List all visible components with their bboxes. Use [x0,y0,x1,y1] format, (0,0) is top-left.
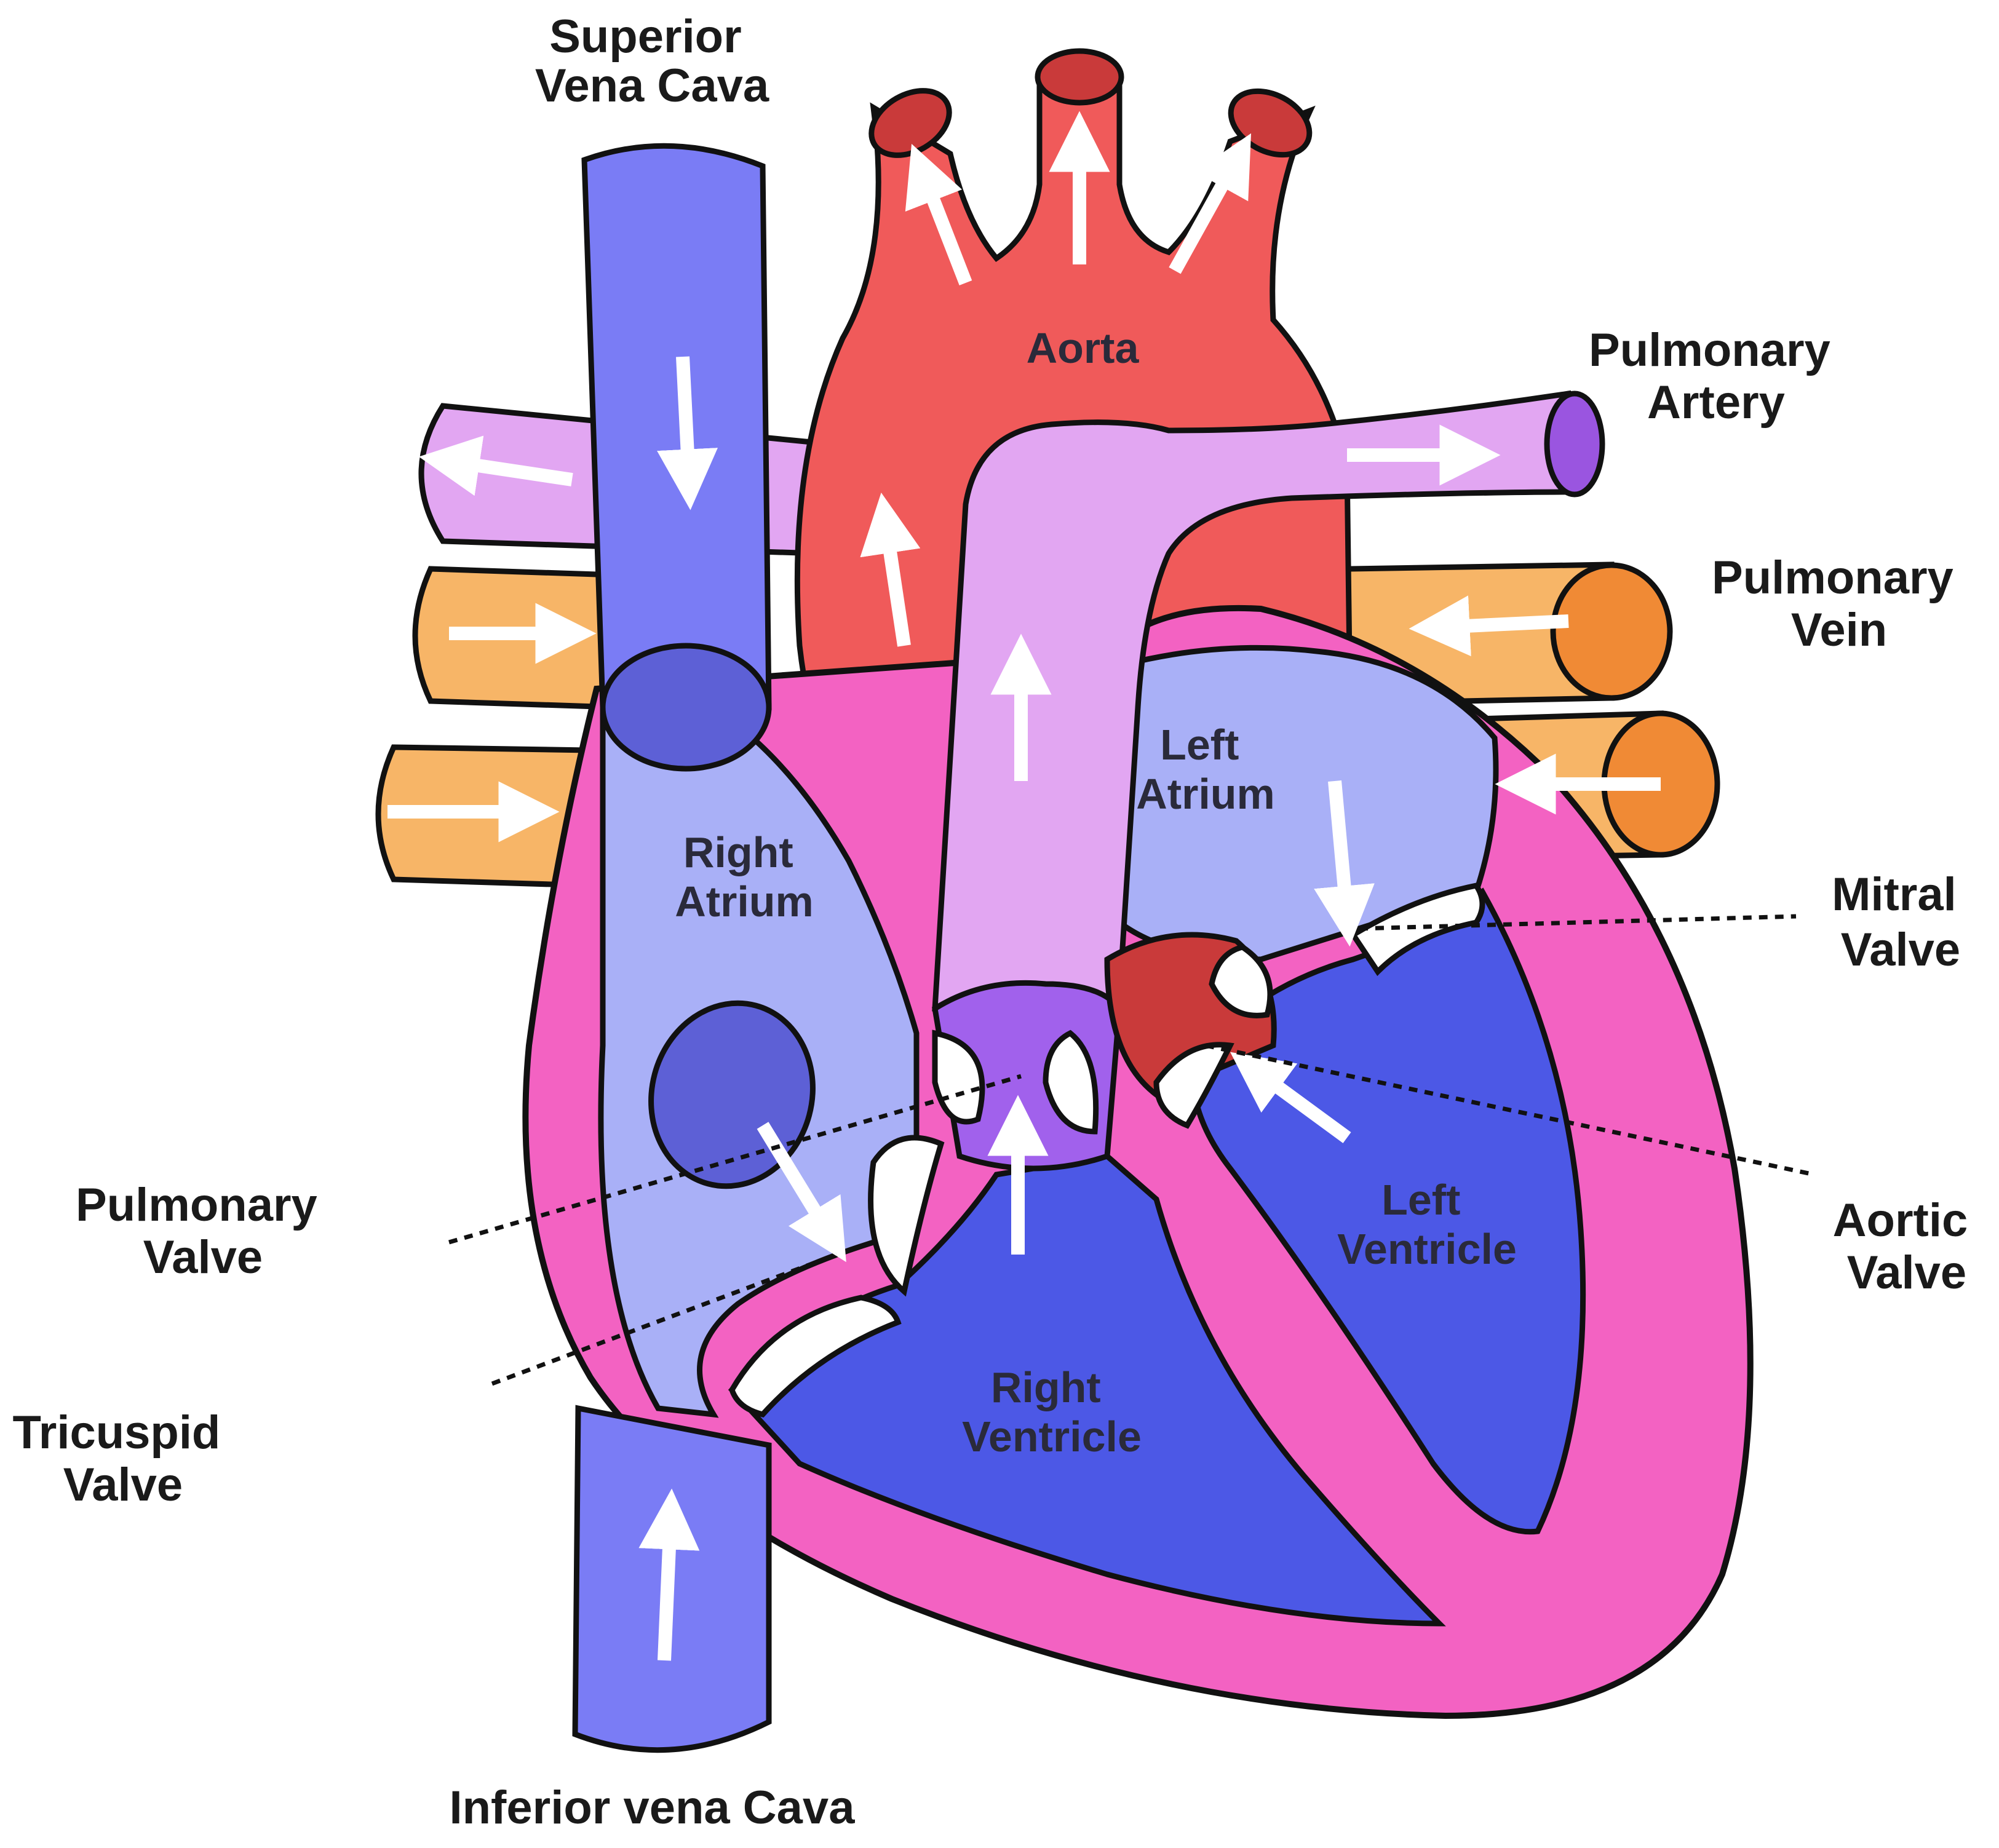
label-aorta: Aorta [1027,324,1140,372]
label-left-ventricle: Left Ventricle [1337,1176,1517,1273]
label-right-atrium: Right Atrium [675,828,814,926]
label-pulmonary-vein: Pulmonary Vein [1712,552,1966,656]
label-tricuspid-valve: Tricuspid Valve [13,1406,234,1511]
label-aortic-valve: Aortic Valve [1833,1194,1981,1299]
label-right-ventricle: Right Ventricle [962,1363,1142,1461]
vena-cava [572,143,816,1753]
valves [729,882,1485,1418]
label-inferior-vena-cava: Inferior vena Cava [450,1782,856,1834]
label-pulmonary-artery: Pulmonary Artery [1589,324,1843,429]
label-left-atrium: Left Atrium [1136,721,1275,818]
pointer-lines [448,914,1815,1386]
label-mitral-valve: Mitral Valve [1832,868,1969,976]
label-pulmonary-valve: Pulmonary Valve [76,1179,330,1283]
label-superior-vena-cava: Superior Vena Cava [535,10,769,112]
blood-flow-arrows [387,111,1661,1661]
